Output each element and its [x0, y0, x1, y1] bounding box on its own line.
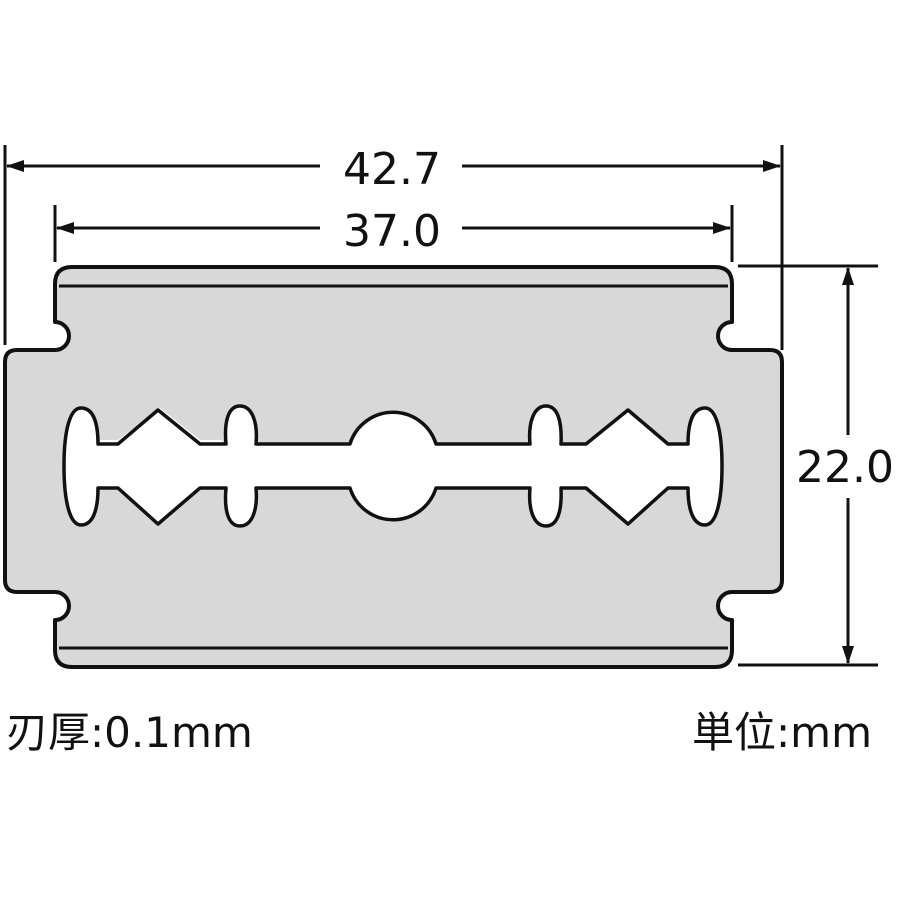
- blade-thickness-note: 刃厚:0.1mm: [6, 708, 253, 757]
- height-dimension: 22.0: [738, 264, 894, 667]
- blade-body: [3, 265, 784, 669]
- overall-width-label: 42.7: [343, 144, 441, 195]
- overall-width-dimension: 42.7: [3, 144, 784, 350]
- unit-note: 単位:mm: [692, 708, 872, 757]
- inner-width-dimension: 37.0: [53, 205, 734, 262]
- blade-cutout-outline: [62, 404, 724, 528]
- height-label: 22.0: [796, 442, 894, 493]
- inner-width-label: 37.0: [343, 206, 441, 257]
